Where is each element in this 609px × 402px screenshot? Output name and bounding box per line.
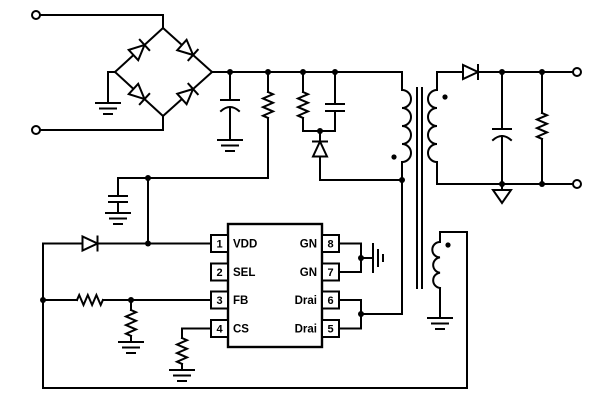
startup-resistor-icon	[260, 90, 276, 120]
output-stage	[462, 64, 582, 205]
ic-pin-5-number: 5	[327, 324, 333, 336]
ground-icon	[427, 317, 453, 330]
ic-pin-2-number: 2	[216, 267, 222, 279]
bulk-capacitor-icon	[219, 71, 241, 141]
rcd-snubber	[295, 71, 403, 181]
ic-pin-4-label: CS	[233, 324, 249, 336]
ic-pin-3-label: FB	[233, 295, 248, 307]
junction-dot	[145, 240, 151, 247]
dc-bus	[211, 71, 403, 91]
ac-input-terminal-top	[31, 10, 41, 20]
primary-winding-icon	[400, 88, 412, 164]
ground-icon	[105, 212, 131, 225]
junction-dot	[332, 69, 338, 75]
ic-pin-1-number: 1	[216, 239, 222, 251]
ic-pin-1-box	[210, 234, 229, 253]
ground-icon	[95, 102, 121, 115]
ground-right-icon	[372, 243, 384, 273]
fb-lower-resistor-icon	[123, 308, 139, 338]
output-terminal-positive	[572, 67, 582, 77]
snubber-capacitor-icon	[325, 71, 345, 132]
vdd-supply-network	[42, 71, 276, 252]
ic-pin-8-number: 8	[327, 239, 333, 251]
vdd-capacitor-icon	[108, 177, 128, 214]
gnd-pins-bracket	[338, 242, 373, 273]
junction-dot	[399, 177, 405, 183]
auxiliary-winding	[42, 231, 468, 389]
ic-pin-2-box	[210, 262, 229, 282]
ic-pin-3-box	[210, 290, 229, 310]
ic-pin-4-number: 4	[216, 324, 223, 336]
output-diode-icon	[462, 64, 479, 80]
polarity-dot	[445, 242, 451, 248]
cs-resistor-icon	[174, 336, 190, 366]
ic-body	[226, 222, 324, 349]
ground-icon	[118, 341, 144, 354]
ic-pin-1-label: VDD	[233, 239, 257, 251]
ic-pin-4-box	[210, 319, 229, 338]
junction-dot	[499, 181, 505, 187]
junction-dot	[358, 255, 364, 261]
ic-pin-7-label: GN	[300, 267, 317, 279]
ic-pin-8-label: GN	[300, 239, 317, 251]
ic-pin-5-label: Drai	[295, 324, 317, 336]
ground-icon	[169, 369, 195, 382]
junction-dot	[499, 69, 505, 75]
snubber-resistor-icon	[295, 90, 311, 120]
junction-dot	[539, 181, 545, 187]
polarity-dot	[442, 94, 448, 100]
primary-to-drain-wire	[360, 161, 403, 315]
ic-pin-2-label: SEL	[233, 267, 255, 279]
ac-input	[31, 10, 164, 135]
vdd-diode-icon	[81, 235, 99, 252]
bridge-frame	[113, 26, 214, 118]
feedback-divider	[42, 242, 212, 389]
junction-dot	[128, 297, 134, 303]
aux-winding-icon	[431, 240, 442, 290]
secondary-return-wire	[436, 161, 574, 185]
fb-series-resistor-icon	[75, 292, 105, 308]
bulk-capacitor	[217, 71, 243, 152]
current-sense-network	[169, 327, 212, 382]
junction-dot	[265, 69, 271, 75]
junction-dots	[40, 69, 545, 317]
load-resistor-icon	[534, 111, 550, 141]
ic-pin-6-number: 6	[327, 295, 333, 307]
junction-dot	[227, 69, 233, 75]
drain-pins-bracket	[338, 299, 403, 330]
ic-pin-7-number: 7	[327, 267, 333, 279]
earth-ground-icon	[491, 189, 513, 205]
ac-line-top	[39, 14, 164, 29]
bridge-ground-wire	[107, 71, 116, 104]
secondary-winding-icon	[427, 88, 439, 164]
junction-dot	[40, 297, 46, 303]
junction-dot	[539, 69, 545, 75]
ac-input-terminal-bottom	[31, 125, 41, 135]
snubber-diode-icon	[312, 140, 328, 158]
junction-dot	[317, 128, 323, 134]
ic-pin-6-label: Drai	[295, 295, 317, 307]
transformer-core	[416, 87, 423, 289]
junction-dot	[358, 311, 364, 317]
output-capacitor-icon	[491, 71, 513, 185]
bridge-rectifier	[95, 26, 214, 118]
polarity-dot	[391, 154, 397, 160]
junction-dot	[300, 69, 306, 75]
ground-icon	[217, 139, 243, 152]
ac-line-bottom	[39, 115, 164, 131]
ic-pin-3-number: 3	[216, 295, 222, 307]
junction-dot	[145, 175, 151, 181]
controller-ic: 1 2 3 4 8 7 6 5 VDD SEL FB CS GN GN Drai…	[210, 222, 403, 349]
output-terminal-negative	[572, 179, 582, 189]
aux-feedback-loop-wire	[42, 231, 468, 389]
